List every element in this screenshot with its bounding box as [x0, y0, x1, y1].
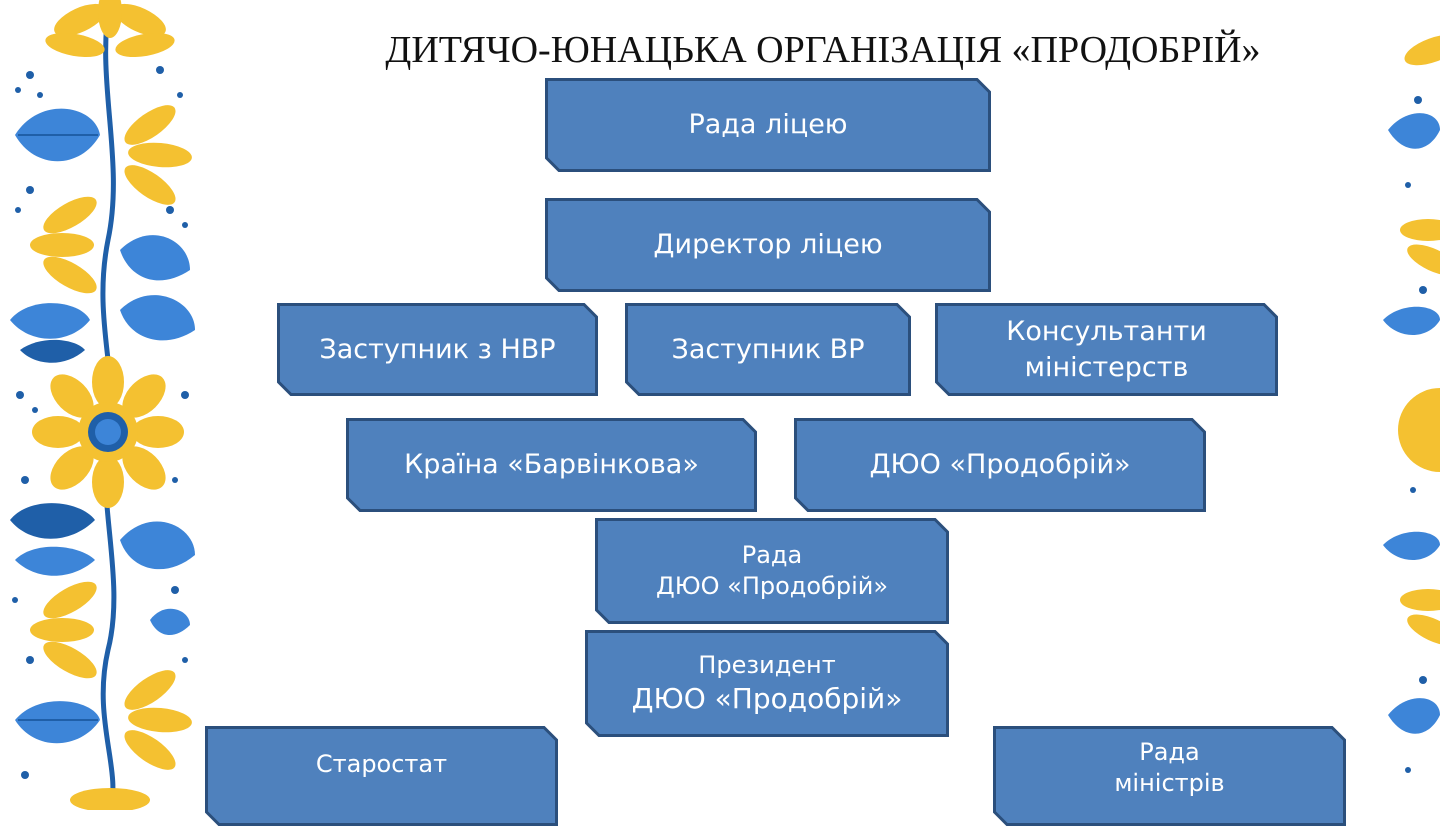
floral-ornament-right: [1383, 34, 1440, 773]
box-konsultanty-line2: міністерств: [1024, 351, 1189, 383]
box-rada-duo-line2: ДЮО «Продобрій»: [655, 572, 889, 600]
box-rada-liceyu-label: Рада ліцею: [688, 109, 848, 141]
box-zastupnyk-nvr: Заступник з НВР: [277, 303, 598, 396]
box-rada-ministriv-line2: міністрів: [1114, 769, 1225, 797]
box-rada-liceyu: Рада ліцею: [545, 78, 991, 172]
box-duo-prodobriy-label: ДЮО «Продобрій»: [869, 449, 1131, 481]
box-starostat: Старостат: [205, 726, 558, 826]
box-prezydent-duo: Президент ДЮО «Продобрій»: [585, 630, 949, 737]
box-zastupnyk-vr: Заступник ВР: [625, 303, 911, 396]
box-dyrektor-liceyu-label: Директор ліцею: [653, 229, 883, 261]
floral-ornament-left: [10, 0, 195, 810]
box-rada-ministriv-line1: Рада: [1139, 737, 1200, 766]
box-konsultanty-line1: Консультанти: [1006, 316, 1207, 348]
box-duo-prodobriy: ДЮО «Продобрій»: [794, 418, 1206, 512]
box-prezydent-line1: Президент: [698, 650, 836, 679]
box-krayina-barvinkova-label: Країна «Барвінкова»: [404, 449, 699, 481]
box-rada-duo-line1: Рада: [741, 540, 803, 569]
box-prezydent-line2: ДЮО «Продобрій»: [631, 681, 903, 715]
box-dyrektor-liceyu: Директор ліцею: [545, 198, 991, 292]
box-rada-ministriv: Рада міністрів: [993, 726, 1346, 826]
box-rada-duo: Рада ДЮО «Продобрій»: [595, 518, 949, 624]
box-konsultanty-ministerstv: Консультанти міністерств: [935, 303, 1278, 396]
box-krayina-barvinkova: Країна «Барвінкова»: [346, 418, 757, 512]
page-title: ДИТЯЧО-ЮНАЦЬКА ОРГАНІЗАЦІЯ «ПРОДОБРІЙ»: [385, 29, 1261, 71]
box-zastupnyk-nvr-label: Заступник з НВР: [319, 333, 556, 365]
box-zastupnyk-vr-label: Заступник ВР: [671, 333, 865, 365]
box-starostat-label: Старостат: [315, 750, 448, 779]
